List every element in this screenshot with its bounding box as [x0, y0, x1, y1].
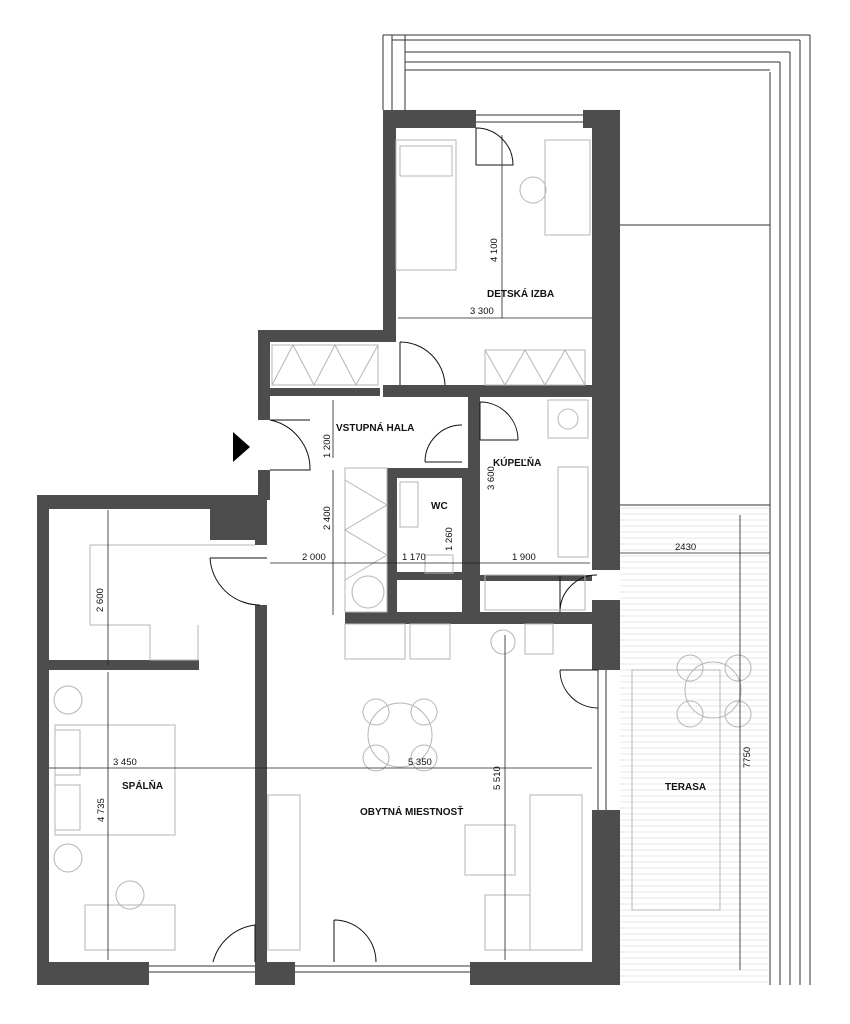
dim-1900: 1 900 [512, 552, 536, 563]
dim-1260: 1 260 [444, 527, 455, 551]
dim-2000: 2 000 [302, 552, 326, 563]
walls [37, 110, 620, 985]
doors [209, 127, 599, 963]
dim-5350: 5 350 [408, 757, 432, 768]
dim-5510: 5 510 [492, 766, 503, 790]
room-label-vstupna-hala: VSTUPNÁ HALA [336, 421, 414, 434]
dim-1200: 1 200 [322, 434, 333, 458]
dim-2430: 2430 [675, 542, 696, 553]
dim-3600: 3 600 [486, 466, 497, 490]
furniture [53, 139, 752, 951]
dim-4735: 4 735 [96, 798, 107, 822]
room-label-terasa: TERASA [665, 782, 706, 793]
terrace-decking [620, 507, 770, 983]
terrace-frame [382, 34, 811, 985]
windows [149, 114, 607, 973]
room-label-detska-izba: DETSKÁ IZBA [487, 287, 554, 300]
room-label-wc: WC [431, 501, 448, 512]
dim-2600: 2 600 [95, 588, 106, 612]
room-label-obytna-miestnost: OBYTNÁ MIESTNOSŤ [360, 805, 463, 818]
room-label-kupelna: KÚPEĽŇA [493, 456, 541, 469]
dim-3300: 3 300 [470, 306, 494, 317]
dimension-lines [49, 135, 770, 970]
dim-7750: 7750 [742, 747, 753, 768]
dim-2400: 2 400 [322, 506, 333, 530]
room-label-spalna: SPÁLŇA [122, 779, 163, 792]
entrance-arrow-icon [233, 432, 250, 462]
dim-4100: 4 100 [489, 238, 500, 262]
dim-1170: 1 170 [402, 552, 426, 563]
dim-3450: 3 450 [113, 757, 137, 768]
